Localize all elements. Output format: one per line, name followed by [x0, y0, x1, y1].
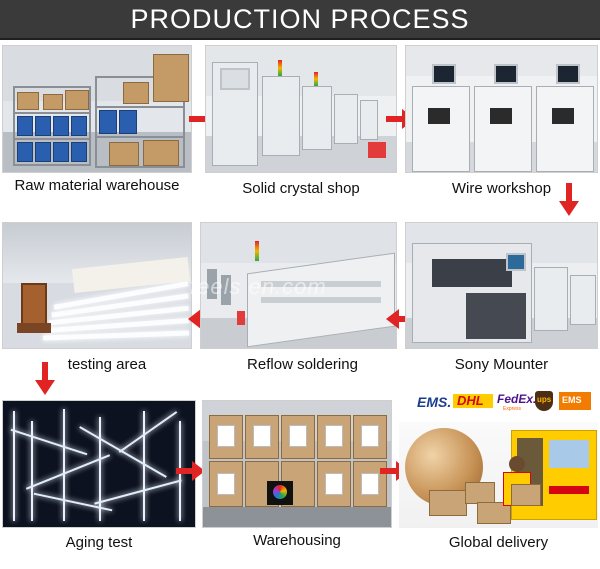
caption-warehousing: Warehousing — [253, 532, 341, 549]
dhl-logo-text: DHL — [457, 393, 484, 408]
page-title: PRODUCTION PROCESS — [130, 3, 470, 34]
caption-raw-material-warehouse: Raw material warehouse — [14, 177, 180, 194]
arrow-right-icon — [176, 461, 205, 481]
fedex-logo: FedEx. — [497, 392, 537, 406]
arrow-down-icon — [35, 362, 55, 395]
photo-reflow-soldering — [200, 222, 397, 349]
caption-testing-area: testing area — [67, 356, 147, 373]
photo-global-delivery: EMS. DHL FedEx. Express ups EMS — [399, 390, 598, 528]
ems-logo: EMS. — [417, 394, 452, 410]
photo-sony-mounter — [405, 222, 598, 349]
caption-aging-test: Aging test — [65, 534, 133, 551]
caption-solid-crystal-shop: Solid crystal shop — [242, 180, 360, 197]
photo-testing-area — [2, 222, 192, 349]
caption-wire-workshop: Wire workshop — [451, 180, 552, 197]
photo-raw-material-warehouse — [2, 45, 192, 173]
china-post-logo-text: EMS — [562, 395, 582, 405]
watermark: feels en.com — [190, 274, 327, 299]
caption-global-delivery: Global delivery — [448, 534, 549, 551]
title-banner: PRODUCTION PROCESS — [0, 0, 600, 40]
caption-reflow-soldering: Reflow soldering — [247, 356, 358, 373]
photo-aging-test — [2, 400, 196, 528]
photo-wire-workshop — [405, 45, 598, 173]
dhl-logo — [453, 394, 493, 408]
photo-warehousing — [202, 400, 392, 528]
arrow-down-icon — [559, 183, 579, 216]
caption-sony-mounter: Sony Mounter — [454, 356, 549, 373]
china-post-logo — [559, 392, 591, 410]
fedex-sub: Express — [503, 406, 522, 412]
ups-logo — [535, 391, 553, 411]
ups-logo-text: ups — [537, 395, 552, 404]
photo-solid-crystal-shop — [205, 45, 397, 173]
